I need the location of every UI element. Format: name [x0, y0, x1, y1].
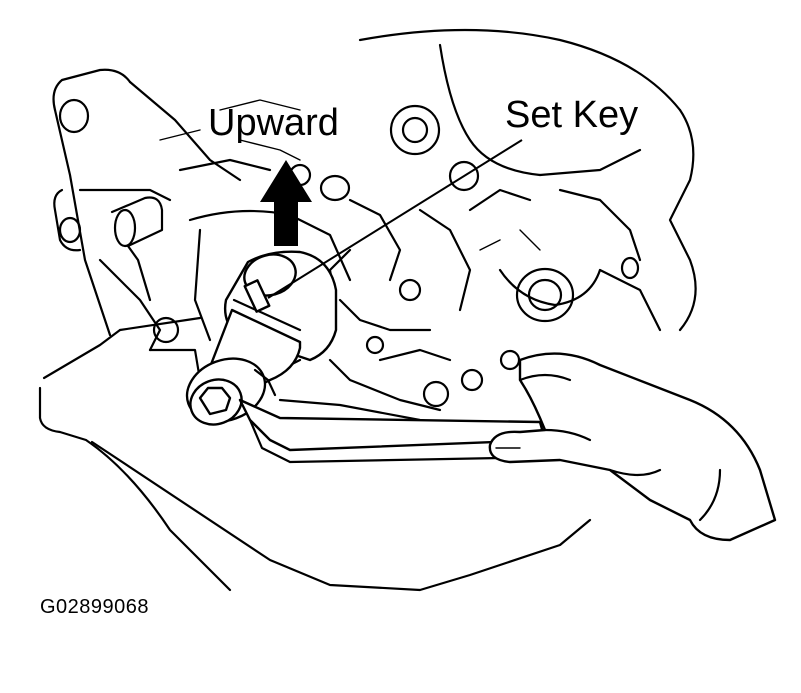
upward-arrow: [260, 160, 312, 246]
upward-label: Upward: [208, 102, 339, 144]
wrench: [238, 398, 547, 464]
hand: [488, 352, 777, 542]
set-key-label: Set Key: [505, 94, 639, 136]
socket-tool: [185, 250, 338, 426]
figure-code: G02899068: [40, 596, 150, 618]
guide-pin: [110, 196, 164, 302]
housing-outline: [38, 68, 592, 592]
set-key: [243, 279, 271, 313]
set-key-leader-line: [267, 139, 523, 299]
bolt-holes: [58, 98, 640, 408]
upper-casing: [358, 28, 697, 332]
